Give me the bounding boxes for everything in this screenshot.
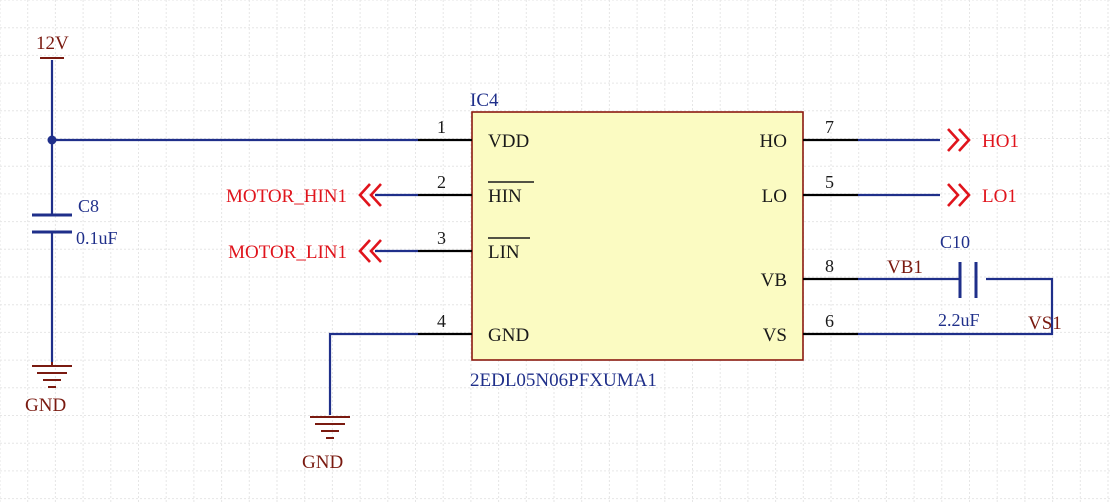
pin-name-lo: LO bbox=[762, 186, 787, 207]
pin-number-7: 7 bbox=[825, 117, 834, 137]
pin-name-hin: HIN bbox=[488, 186, 522, 207]
net-port-lo1[interactable]: LO1 bbox=[947, 183, 1017, 207]
capacitor-c8[interactable]: C8 0.1uF bbox=[32, 196, 118, 248]
input-arrow-icon bbox=[358, 183, 371, 207]
wire-vs-loop[interactable] bbox=[858, 277, 1054, 336]
pin-name-vb: VB bbox=[761, 270, 787, 291]
ic-component[interactable]: IC4 2EDL05N06PFXUMA1 1 2 3 4 7 5 8 6 VDD… bbox=[418, 90, 858, 391]
net-port-motor-hin1[interactable]: MOTOR_HIN1 bbox=[226, 183, 382, 207]
power-port-12v[interactable]: 12V bbox=[36, 33, 69, 59]
c8-value: 0.1uF bbox=[76, 228, 118, 248]
c10-value: 2.2uF bbox=[938, 310, 980, 330]
junction-dot bbox=[47, 135, 57, 145]
capacitor-c10[interactable]: C10 2.2uF bbox=[938, 232, 980, 330]
net-label-vb1: VB1 bbox=[887, 257, 923, 278]
ground-label-bottom: GND bbox=[302, 452, 343, 473]
net-label-ho1: HO1 bbox=[982, 131, 1019, 152]
net-label-lo1: LO1 bbox=[982, 186, 1017, 207]
net-label-vs1: VS1 bbox=[1028, 313, 1062, 334]
ground-label-left: GND bbox=[25, 395, 66, 416]
pin-name-lin: LIN bbox=[488, 242, 520, 263]
output-arrow-icon bbox=[947, 183, 960, 207]
net-label-motor-hin1: MOTOR_HIN1 bbox=[226, 186, 347, 207]
input-arrow-icon bbox=[358, 239, 371, 263]
power-label-12v: 12V bbox=[36, 33, 69, 54]
pin-number-6: 6 bbox=[825, 311, 834, 331]
pin-number-5: 5 bbox=[825, 172, 834, 192]
pin-number-4: 4 bbox=[437, 311, 446, 331]
ground-symbol-left[interactable]: GND bbox=[25, 362, 72, 416]
ic-part-number: 2EDL05N06PFXUMA1 bbox=[470, 370, 657, 391]
ic-designator: IC4 bbox=[470, 90, 499, 111]
input-arrow-icon bbox=[369, 183, 382, 207]
net-port-motor-lin1[interactable]: MOTOR_LIN1 bbox=[228, 239, 382, 263]
output-arrow-icon bbox=[947, 128, 960, 152]
ic-body[interactable] bbox=[471, 111, 804, 361]
pin-name-vdd: VDD bbox=[488, 131, 529, 152]
pin-number-2: 2 bbox=[437, 172, 446, 192]
wire-gnd-pin4[interactable] bbox=[328, 332, 418, 415]
c8-designator: C8 bbox=[78, 196, 99, 216]
ground-symbol-bottom[interactable]: GND bbox=[302, 416, 350, 473]
output-arrow-icon bbox=[958, 183, 971, 207]
net-label-motor-lin1: MOTOR_LIN1 bbox=[228, 242, 347, 263]
input-arrow-icon bbox=[369, 239, 382, 263]
c10-designator: C10 bbox=[940, 232, 970, 252]
net-port-ho1[interactable]: HO1 bbox=[947, 128, 1019, 152]
output-arrow-icon bbox=[958, 128, 971, 152]
pin-number-1: 1 bbox=[437, 117, 446, 137]
pin-number-8: 8 bbox=[825, 256, 834, 276]
pin-number-3: 3 bbox=[437, 228, 446, 248]
pin-name-gnd: GND bbox=[488, 325, 529, 346]
pin-name-ho: HO bbox=[760, 131, 787, 152]
pin-name-vs: VS bbox=[763, 325, 787, 346]
